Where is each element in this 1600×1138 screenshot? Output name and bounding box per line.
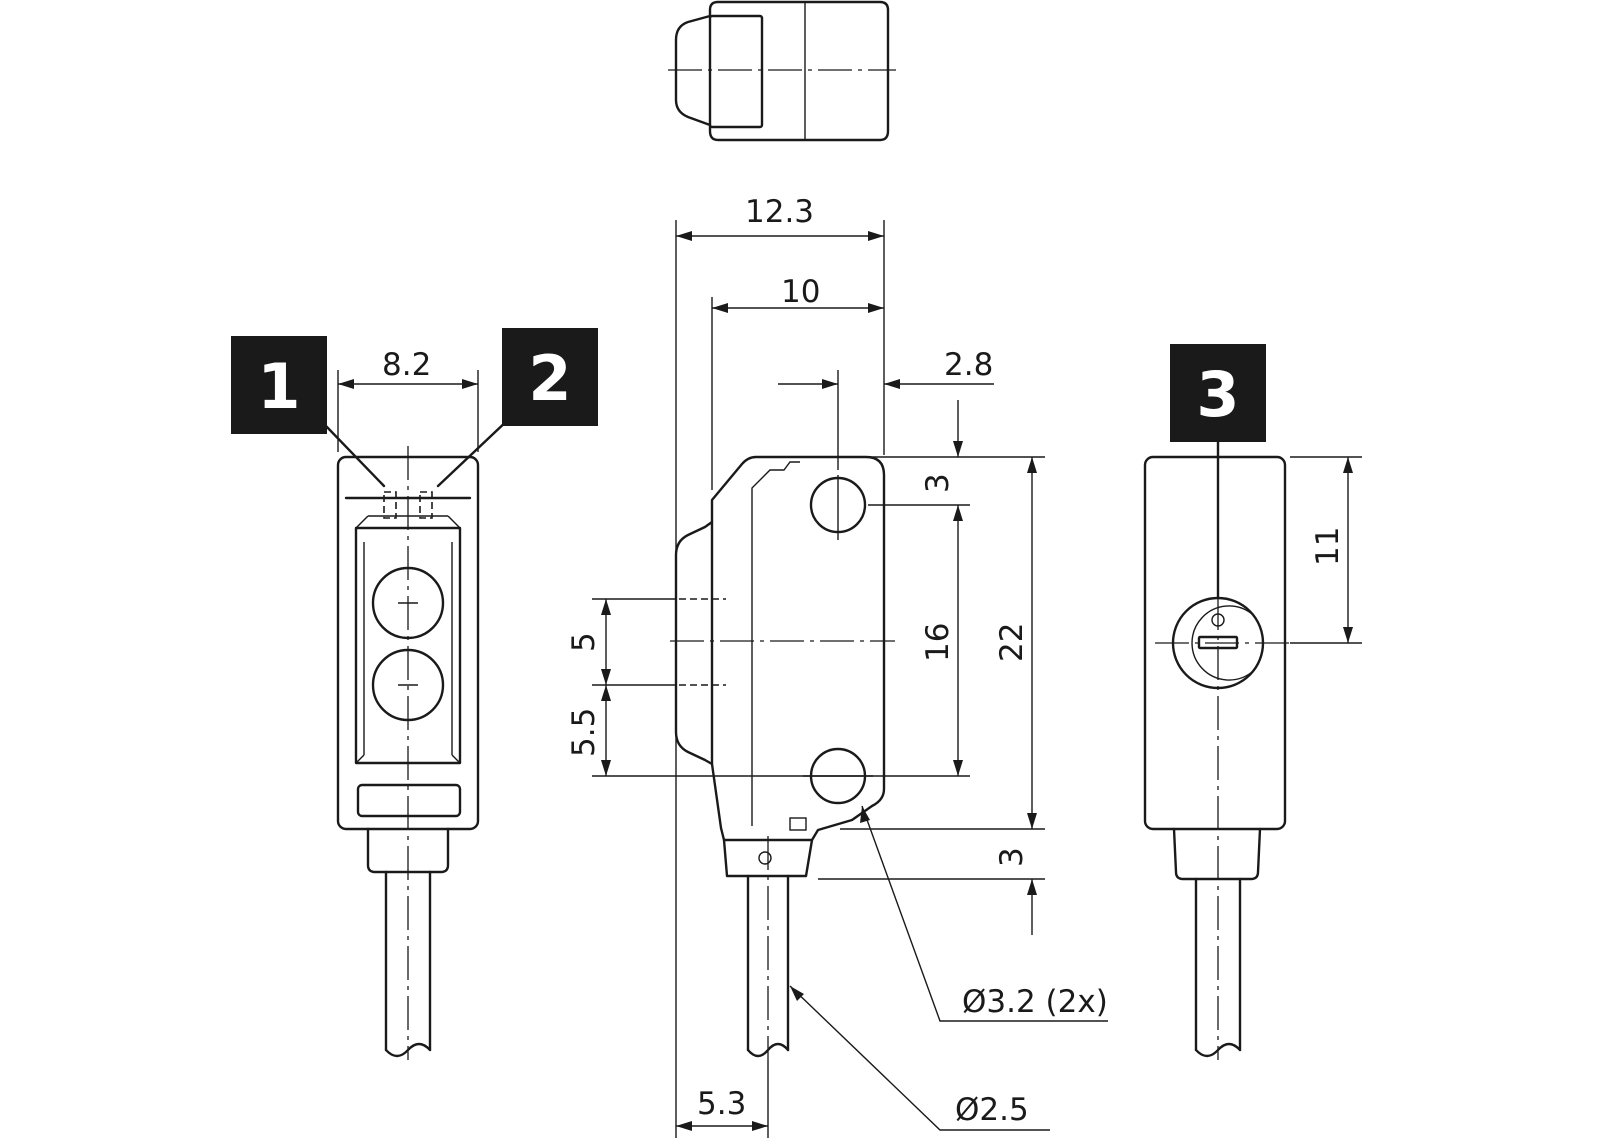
dimension-labels: 8.2 12.3 10 2.8 3 16 22 5 5.5 3 11 5.3 Ø… bbox=[382, 194, 1346, 1128]
front-view bbox=[336, 446, 480, 1060]
dim-2-8: 2.8 bbox=[944, 347, 993, 383]
dim-10: 10 bbox=[781, 274, 820, 310]
dim-16: 16 bbox=[920, 623, 956, 662]
dim-5-5: 5.5 bbox=[566, 708, 602, 757]
callout-3-label: 3 bbox=[1196, 358, 1239, 431]
dim-3-bottom: 3 bbox=[994, 847, 1030, 867]
dimension-lines bbox=[323, 220, 1362, 1138]
side-view bbox=[668, 455, 895, 1060]
dim-22: 22 bbox=[994, 623, 1030, 662]
dim-11: 11 bbox=[1310, 527, 1346, 566]
dim-8-2: 8.2 bbox=[382, 347, 431, 383]
callout-2-label: 2 bbox=[528, 342, 571, 415]
callout-3: 3 bbox=[1170, 344, 1266, 442]
dim-3-top: 3 bbox=[920, 473, 956, 493]
callout-2: 2 bbox=[502, 328, 598, 426]
callout-1-label: 1 bbox=[257, 350, 300, 423]
dim-12-3: 12.3 bbox=[745, 194, 814, 230]
dim-5: 5 bbox=[566, 632, 602, 652]
rear-view bbox=[1143, 446, 1295, 1060]
callout-1: 1 bbox=[231, 336, 327, 434]
dim-5-3: 5.3 bbox=[697, 1086, 746, 1122]
cable-diameter-label: Ø2.5 bbox=[955, 1092, 1029, 1128]
top-view bbox=[668, 0, 896, 142]
hole-diameter-label: Ø3.2 (2x) bbox=[962, 984, 1108, 1020]
